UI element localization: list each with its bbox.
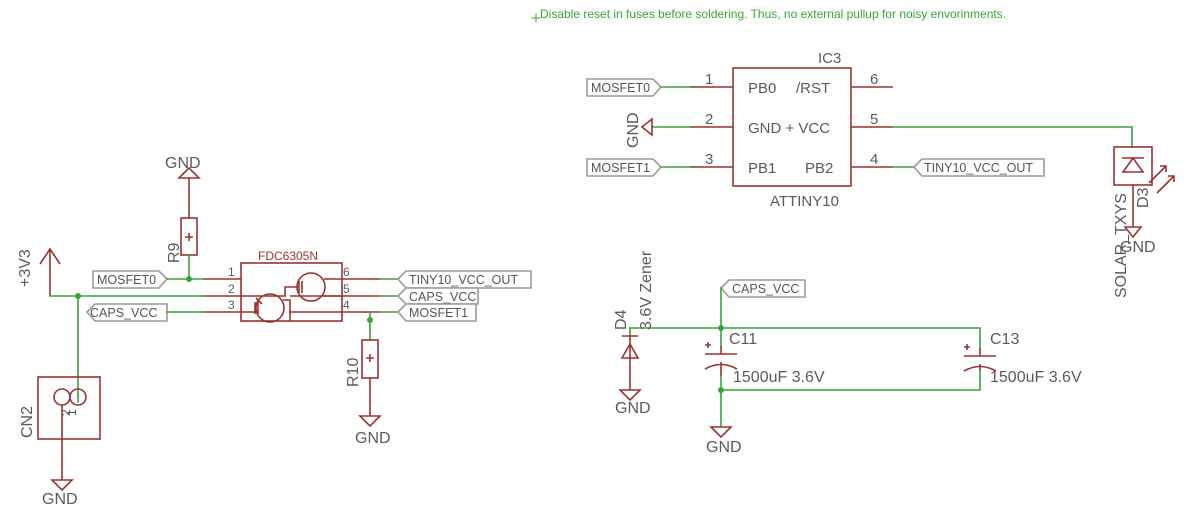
r9-ref: R9 [166, 242, 183, 263]
d3-ref: D3 [1135, 187, 1152, 208]
svg-text:2: 2 [228, 282, 235, 296]
net-label-tiny10-vcc-out-q[interactable]: TINY10_VCC_OUT [396, 270, 532, 289]
svg-text:5: 5 [343, 282, 350, 296]
r10-gnd-label: GND [355, 430, 391, 447]
q-fdc6305n[interactable]: FDC6305N 1 2 3 6 5 4 [203, 249, 380, 323]
d4-gnd-label: GND [615, 400, 651, 417]
d3-value: SOLAR_TXYS [1113, 193, 1130, 298]
svg-text:4: 4 [343, 298, 350, 312]
r9-resistor[interactable]: GND R9 [165, 155, 201, 280]
ic3-ref: IC3 [818, 50, 841, 67]
ic3-pin-gnd: GND + VCC [748, 120, 830, 137]
ic3-value: ATTINY10 [770, 193, 839, 210]
cn2-connector[interactable]: 2 1 CN2 GND [19, 376, 101, 508]
c11-capacitor[interactable]: C11 1500uF 3.6V GND [704, 331, 825, 456]
ic3-pin1-num: 1 [705, 71, 713, 88]
ic3-pin-pb1: PB1 [748, 160, 776, 177]
v3-label: +3V3 [17, 249, 34, 287]
ic3-pin-rst: /RST [796, 80, 830, 97]
net-label-caps-vcc-left[interactable]: CAPS_VCC [85, 303, 168, 322]
svg-text:TINY10_VCC_OUT: TINY10_VCC_OUT [924, 161, 1033, 175]
ic3-pin2-num: 2 [705, 111, 713, 128]
ic3-pin6-num: 6 [870, 71, 878, 88]
ic3-pin4-num: 4 [870, 151, 878, 168]
d3-gnd-label: GND [1120, 239, 1156, 256]
v3-supply: +3V3 [17, 247, 61, 296]
note: Disable reset in fuses before soldering.… [531, 7, 1006, 23]
ic3-pin5-num: 5 [870, 111, 878, 128]
svg-text:1: 1 [228, 265, 235, 279]
c13-ref: C13 [990, 331, 1019, 348]
c11-ref: C11 [729, 331, 757, 348]
d4-zener[interactable]: D4 3.6V Zener GND [613, 250, 655, 417]
net-label-caps-vcc-bank[interactable]: CAPS_VCC [719, 279, 806, 298]
r10-ref: R10 [345, 358, 362, 387]
note-text: Disable reset in fuses before soldering.… [540, 7, 1006, 21]
d4-value: 3.6V Zener [638, 250, 655, 330]
net-label-mosfet0-left[interactable]: MOSFET0 [92, 270, 169, 289]
gnd-symbol-ic3: GND [625, 112, 691, 148]
d4-ref: D4 [613, 309, 630, 330]
q-ref: FDC6305N [258, 249, 318, 263]
r10-resistor[interactable]: GND R10 [345, 339, 391, 447]
ic3-pin-pb2: PB2 [805, 160, 833, 177]
svg-text:MOSFET0: MOSFET0 [97, 273, 156, 287]
svg-text:2: 2 [59, 409, 73, 416]
d3-solar-cell[interactable]: D3 SOLAR_TXYS GND [1113, 146, 1175, 298]
svg-text:TINY10_VCC_OUT: TINY10_VCC_OUT [409, 273, 518, 287]
cn2-ref: CN2 [19, 406, 36, 438]
gnd-label: GND [625, 112, 642, 148]
net-label-mosfet1-q[interactable]: MOSFET1 [396, 303, 477, 322]
ic3-pin-pb0: PB0 [748, 80, 776, 97]
svg-text:CAPS_VCC: CAPS_VCC [90, 306, 157, 320]
net-label-mosfet0-ic[interactable]: MOSFET0 [586, 78, 663, 97]
svg-text:MOSFET1: MOSFET1 [591, 161, 650, 175]
r9-gnd-label: GND [165, 155, 201, 172]
net-label-caps-vcc-q[interactable]: CAPS_VCC [396, 287, 479, 305]
svg-text:1: 1 [65, 409, 79, 416]
c11-value: 1500uF 3.6V [733, 369, 825, 386]
c13-capacitor[interactable]: C13 1500uF 3.6V [963, 331, 1082, 386]
cn2-gnd-label: GND [42, 491, 78, 508]
c11-gnd-label: GND [706, 439, 742, 456]
ic3-attiny10[interactable]: IC3 ATTINY10 1 2 3 6 5 4 PB0 GND + VCC P… [690, 50, 893, 210]
c13-value: 1500uF 3.6V [990, 369, 1082, 386]
svg-text:3: 3 [228, 298, 235, 312]
net-label-tiny10-vcc-out-ic[interactable]: TINY10_VCC_OUT [912, 158, 1045, 177]
svg-text:6: 6 [343, 265, 350, 279]
ic3-pin3-num: 3 [705, 151, 713, 168]
net-label-mosfet1-ic[interactable]: MOSFET1 [586, 158, 663, 177]
svg-text:CAPS_VCC: CAPS_VCC [409, 290, 476, 304]
svg-text:CAPS_VCC: CAPS_VCC [732, 282, 799, 296]
svg-text:MOSFET0: MOSFET0 [591, 81, 650, 95]
svg-text:MOSFET1: MOSFET1 [409, 306, 468, 320]
